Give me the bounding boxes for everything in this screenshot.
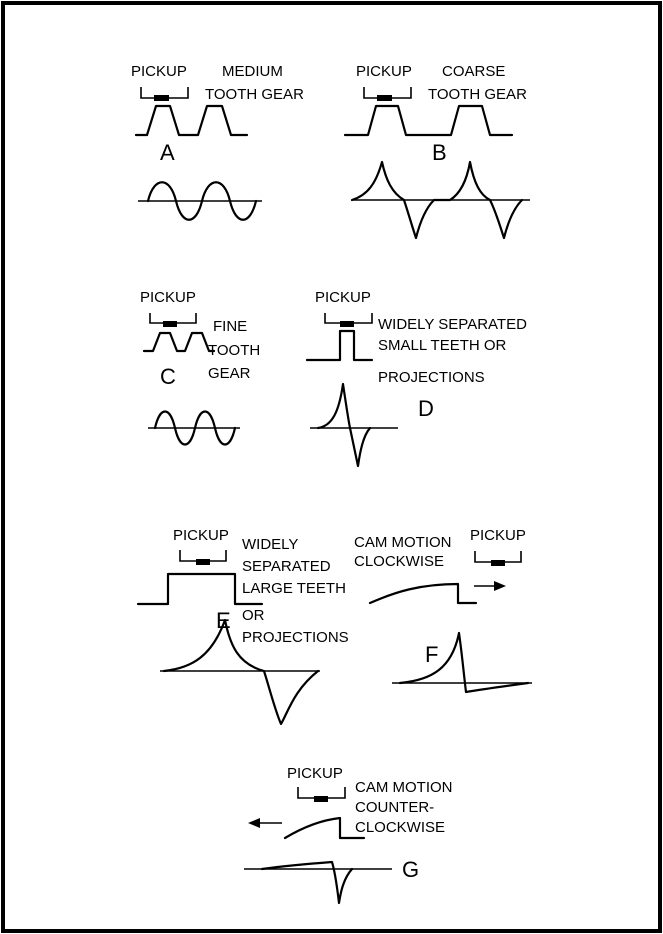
panel-b: PICKUP COARSE TOOTH GEAR B (343, 63, 530, 240)
panel-e-desc-3: LARGE TEETH (242, 580, 346, 597)
panel-c-gear-label-2: TOOTH (208, 342, 260, 359)
panel-e-pickup-magnet (196, 559, 210, 565)
panel-f-letter: F (425, 642, 438, 667)
panel-g-pickup-magnet (314, 796, 328, 802)
panel-f-cam-label-2: CLOCKWISE (354, 553, 444, 570)
panel-f-cam-label-1: CAM MOTION (354, 534, 452, 551)
panel-c-gear-label-3: GEAR (208, 365, 251, 382)
panel-e-desc-2: SEPARATED (242, 558, 331, 575)
panel-e-desc-4: OR (242, 607, 265, 624)
panel-c-sine-waveform (153, 410, 237, 446)
panel-g-cam-label-1: CAM MOTION (355, 779, 453, 796)
panel-d-letter: D (418, 396, 434, 421)
panel-a-gear-profile (134, 104, 249, 137)
panel-b-gear-profile (343, 104, 514, 137)
panel-b-gear-label-1: COARSE (442, 63, 505, 80)
panel-d-desc-3: PROJECTIONS (378, 369, 485, 386)
panel-d-pickup-label: PICKUP (315, 289, 371, 306)
panel-d-pickup-magnet (340, 321, 354, 327)
panel-e-desc-5: PROJECTIONS (242, 629, 349, 646)
panel-a-gear-label-1: MEDIUM (222, 63, 283, 80)
panel-a: PICKUP MEDIUM TOOTH GEAR A (131, 63, 304, 221)
panel-f-arrow-right-icon (494, 581, 506, 591)
panel-a-gear-label-2: TOOTH GEAR (205, 86, 304, 103)
panel-g-arrow-left-icon (248, 818, 260, 828)
panel-g-cam-profile (283, 816, 366, 840)
panel-g-pickup-label: PICKUP (287, 765, 343, 782)
panel-b-pickup-label: PICKUP (356, 63, 412, 80)
panel-c-pickup-magnet (163, 321, 177, 327)
panel-d-desc-1: WIDELY SEPARATED (378, 316, 527, 333)
panel-d: PICKUP WIDELY SEPARATED SMALL TEETH OR P… (305, 289, 527, 468)
panel-c-letter: C (160, 364, 176, 389)
panel-d-desc-2: SMALL TEETH OR (378, 337, 507, 354)
panel-c: PICKUP FINE TOOTH GEAR C (140, 289, 260, 446)
panel-g-letter: G (402, 857, 419, 882)
panel-b-gear-label-2: TOOTH GEAR (428, 86, 527, 103)
panel-c-pickup-label: PICKUP (140, 289, 196, 306)
panel-e: PICKUP WIDELY SEPARATED LARGE TEETH E OR… (136, 527, 349, 726)
panel-f: CAM MOTION CLOCKWISE PICKUP F (354, 527, 532, 694)
panel-e-tooth-profile (136, 572, 264, 606)
panel-f-pickup-magnet (491, 560, 505, 566)
panel-d-pulse-waveform (316, 382, 372, 468)
panel-e-cusp-waveform (162, 618, 320, 726)
panel-d-tooth-profile (305, 329, 374, 362)
panel-a-pickup-label: PICKUP (131, 63, 187, 80)
panel-e-pickup-label: PICKUP (173, 527, 229, 544)
panel-b-pickup-magnet (377, 95, 392, 101)
panel-e-desc-1: WIDELY (242, 536, 298, 553)
panel-g-cam-label-3: CLOCKWISE (355, 819, 445, 836)
panel-f-spike-waveform (398, 631, 530, 694)
panel-c-gear-profile (142, 331, 216, 353)
panel-c-gear-label-1: FINE (213, 318, 247, 335)
panel-a-sine-waveform (146, 181, 258, 221)
panel-g: PICKUP CAM MOTION COUNTER- CLOCKWISE G (244, 765, 453, 905)
panel-f-cam-profile (368, 582, 478, 605)
panel-a-pickup-magnet (154, 95, 169, 101)
panel-g-cam-label-2: COUNTER- (355, 799, 434, 816)
panel-g-spike-waveform (260, 860, 354, 905)
panel-e-letter: E (216, 608, 231, 633)
panel-b-cusp-waveform (350, 160, 524, 240)
panel-f-pickup-label: PICKUP (470, 527, 526, 544)
panel-a-letter: A (160, 140, 175, 165)
panel-b-letter: B (432, 140, 447, 165)
